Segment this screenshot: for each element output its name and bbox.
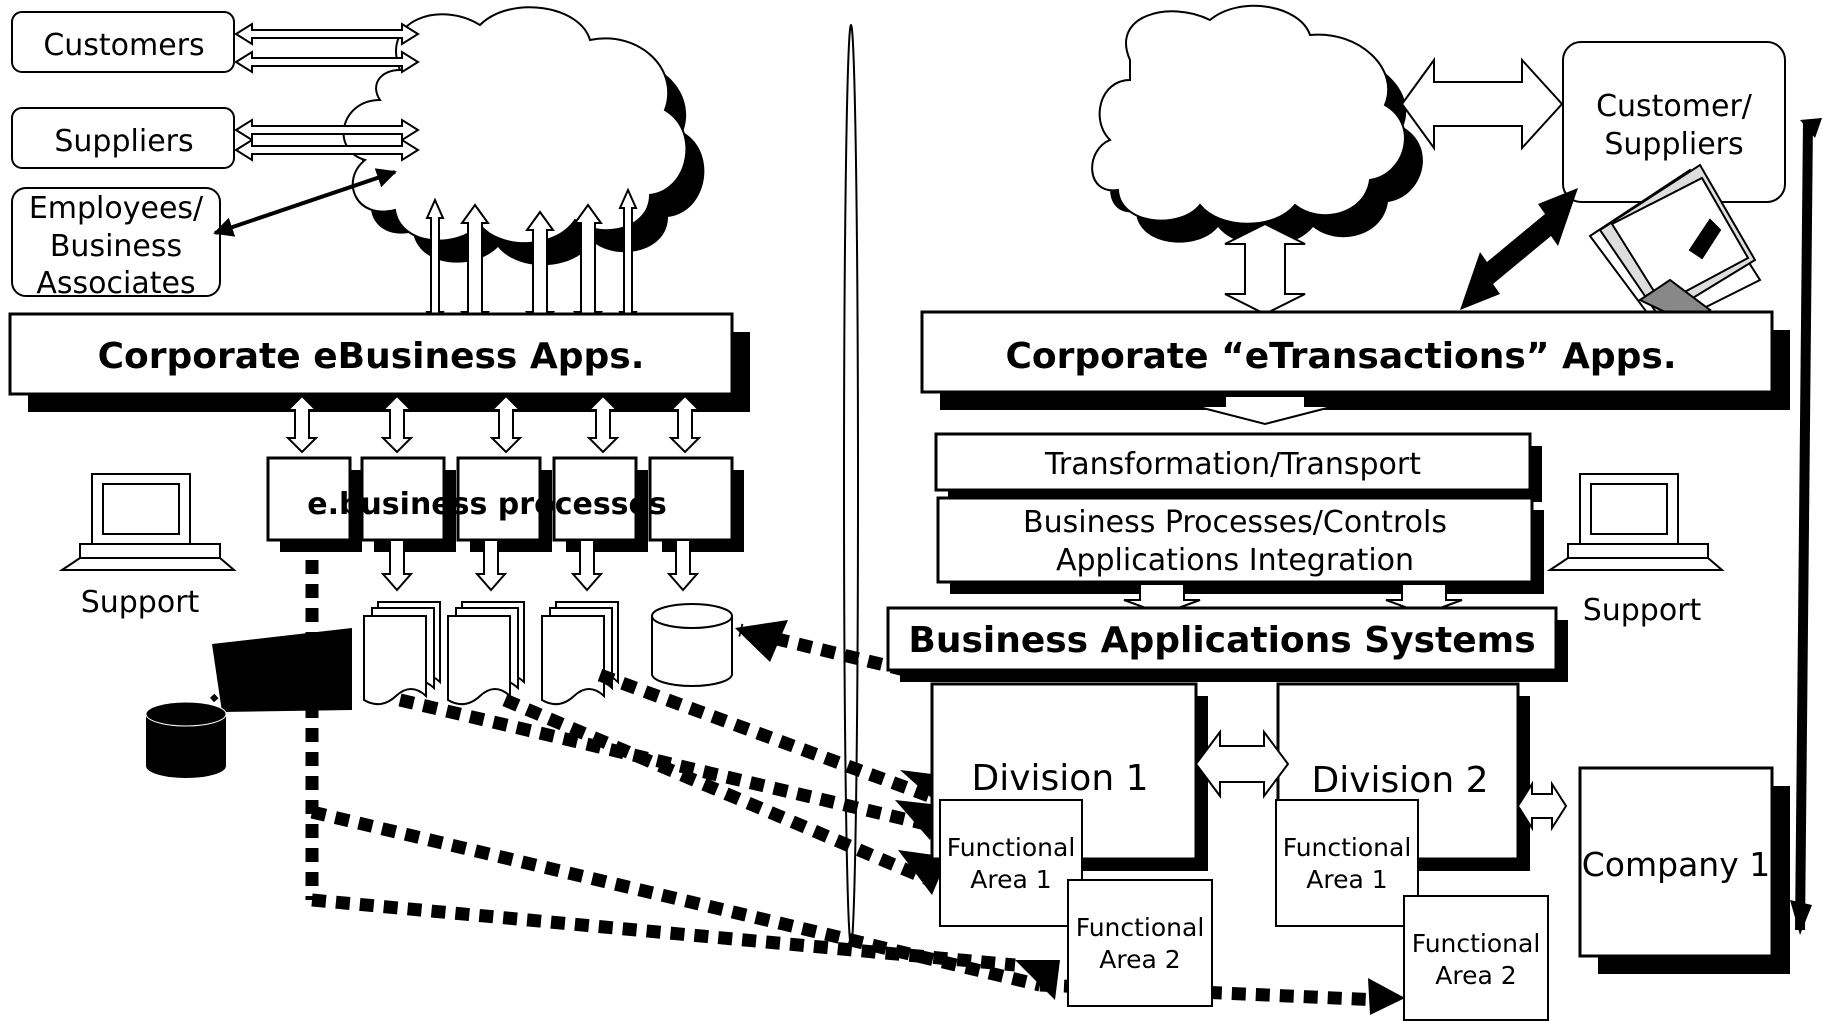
division-1-label: Division 1	[972, 758, 1149, 799]
company-1-box: Company 1	[1578, 766, 1790, 974]
fa-d1-a2-line2: Area 2	[1099, 945, 1180, 974]
database-icon	[651, 603, 733, 687]
corporate-ebusiness-apps-title: Corporate eBusiness Apps.	[98, 336, 645, 377]
support-label-left: Support	[81, 585, 200, 620]
company-partner-connector	[1790, 118, 1822, 935]
business-applications-systems-label: Business Applications Systems	[908, 620, 1535, 661]
cloud-apps-arrow-right	[1224, 222, 1306, 316]
controls-label-line2: Applications Integration	[1056, 543, 1414, 578]
division-link-arrow	[1194, 729, 1290, 799]
customer-suppliers-box: Customer/ Suppliers	[1562, 41, 1786, 203]
cloud-partner-arrow	[1400, 56, 1564, 152]
document-stacks	[363, 601, 619, 706]
papers-clipart-icon	[1588, 163, 1762, 332]
customer-suppliers-line1: Customer/	[1596, 89, 1753, 124]
corporate-ebusiness-apps-box: Corporate eBusiness Apps.	[8, 312, 750, 412]
employees-cloud-arrow	[213, 168, 397, 237]
suppliers-label: Suppliers	[54, 124, 193, 159]
functional-area-d2-a1: Functional Area 1	[1275, 799, 1419, 927]
fa-d1-a1-line2: Area 1	[970, 865, 1051, 894]
corporate-etransactions-apps-box: Corporate “eTransactions” Apps.	[920, 310, 1790, 410]
partner-apps-arrow	[1460, 188, 1578, 310]
process-document-arrows	[380, 539, 700, 592]
functional-area-d2-a2: Functional Area 2	[1403, 895, 1549, 1021]
fa-d2-a1-line1: Functional	[1283, 833, 1412, 862]
employees-box: Employees/ Business Associates	[11, 187, 221, 301]
division-company-arrow	[1516, 780, 1568, 832]
legacy-system-icon	[145, 628, 352, 778]
transformation-transport-label: Transformation/Transport	[1044, 447, 1421, 482]
fa-d2-a2-line1: Functional	[1412, 929, 1541, 958]
division-2-label: Division 2	[1312, 760, 1489, 801]
customer-suppliers-line2: Suppliers	[1604, 127, 1743, 162]
apps-transport-arrow	[1194, 395, 1336, 426]
employees-label-line1: Employees/	[29, 191, 204, 226]
fa-d2-a1-line2: Area 1	[1306, 865, 1387, 894]
business-applications-systems-box: Business Applications Systems	[886, 606, 1568, 682]
controls-label-line1: Business Processes/Controls	[1023, 505, 1447, 540]
ebusiness-process-boxes: e.business processes	[266, 456, 744, 552]
suppliers-box: Suppliers	[11, 107, 235, 169]
customers-box: Customers	[11, 11, 235, 73]
internet-cloud-right	[1091, 4, 1423, 246]
section-divider	[843, 24, 859, 946]
ebusiness-processes-label: e.business processes	[307, 487, 667, 522]
internet-cloud-left	[342, 6, 705, 266]
functional-area-d1-a1: Functional Area 1	[939, 799, 1083, 927]
employees-label-line2: Business	[50, 229, 182, 264]
actor-cloud-arrows	[234, 22, 420, 162]
dotted-flow-arrowheads	[735, 620, 1405, 1015]
customers-label: Customers	[43, 28, 204, 63]
computer-icon-right	[1546, 473, 1725, 571]
corporate-etransactions-apps-title: Corporate “eTransactions” Apps.	[1005, 336, 1676, 377]
functional-area-d1-a2: Functional Area 2	[1067, 879, 1213, 1007]
fa-d1-a2-line1: Functional	[1076, 913, 1205, 942]
support-label-right: Support	[1583, 593, 1702, 628]
transformation-transport-box: Transformation/Transport	[934, 432, 1542, 502]
company-1-label: Company 1	[1582, 845, 1770, 884]
computer-icon-left	[58, 473, 237, 571]
fa-d1-a1-line1: Functional	[947, 833, 1076, 862]
fa-d2-a2-line2: Area 2	[1435, 961, 1516, 990]
business-processes-controls-box: Business Processes/Controls Applications…	[936, 496, 1544, 594]
apps-process-arrows	[285, 394, 702, 454]
employees-label-line3: Associates	[36, 266, 195, 301]
